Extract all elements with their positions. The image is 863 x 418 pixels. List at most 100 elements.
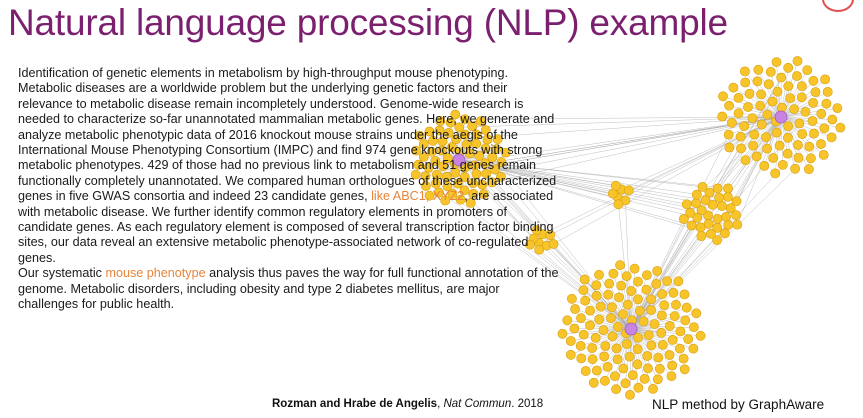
- gene-node: [496, 157, 507, 167]
- abstract-body: Metabolic diseases are a worldwide probl…: [18, 81, 563, 266]
- gene-node: [489, 164, 500, 175]
- gene-node: [671, 299, 681, 310]
- network-edge: [630, 328, 639, 388]
- gene-node: [818, 149, 829, 160]
- gene-node: [789, 104, 799, 114]
- gene-node: [807, 116, 818, 126]
- gene-node: [480, 158, 490, 169]
- gene-node: [600, 375, 610, 386]
- gene-node: [749, 129, 760, 140]
- network-edge: [589, 325, 632, 330]
- gene-node: [414, 130, 425, 141]
- gene-node: [652, 374, 663, 385]
- gene-node: [744, 88, 755, 99]
- gene-node: [666, 371, 677, 381]
- gene-node: [638, 316, 649, 327]
- gene-node: [461, 139, 472, 150]
- gene-node: [679, 289, 690, 300]
- gene-node: [437, 136, 448, 147]
- gene-node: [809, 128, 819, 139]
- gene-node: [565, 336, 576, 346]
- gene-node: [633, 382, 644, 393]
- method-credit: NLP method by GraphAware: [652, 397, 825, 412]
- gene-node: [797, 129, 808, 139]
- gene-node: [826, 132, 837, 143]
- network-edge: [630, 328, 680, 349]
- gene-node: [792, 71, 802, 81]
- gene-node: [595, 301, 606, 312]
- gene-node: [667, 360, 677, 371]
- gene-node: [747, 113, 758, 123]
- gene-node: [804, 141, 815, 152]
- gene-node: [613, 199, 624, 210]
- gene-node: [603, 289, 614, 300]
- network-edge: [780, 91, 828, 118]
- gene-node: [616, 280, 627, 291]
- gene-node: [585, 320, 595, 331]
- gene-node: [657, 339, 668, 350]
- gene-node: [418, 151, 429, 162]
- gene-node: [599, 351, 610, 362]
- gene-node: [724, 100, 734, 111]
- gene-node: [565, 349, 576, 360]
- gene-node: [467, 121, 478, 131]
- gene-node: [545, 230, 556, 240]
- gene-node: [827, 114, 838, 125]
- gene-node: [435, 116, 446, 126]
- gene-node: [706, 228, 716, 239]
- gene-node: [487, 177, 497, 188]
- gene-node: [681, 302, 692, 313]
- gene-node: [797, 81, 807, 92]
- network-edge: [717, 116, 782, 189]
- gene-node: [683, 334, 694, 345]
- gene-node: [820, 74, 830, 85]
- gene-node: [802, 65, 813, 75]
- gene-node: [656, 327, 667, 338]
- gene-node: [753, 64, 764, 75]
- gene-node: [727, 117, 737, 128]
- gene-node: [468, 188, 479, 199]
- network-edge: [628, 116, 782, 191]
- gene-node: [678, 353, 689, 364]
- gene-node: [607, 331, 618, 342]
- gene-node: [790, 163, 800, 174]
- network-edge: [696, 116, 782, 195]
- gene-node: [643, 330, 654, 341]
- gene-node: [607, 302, 617, 313]
- gene-node: [591, 280, 602, 290]
- gene-node: [667, 334, 678, 345]
- gene-node: [793, 140, 803, 150]
- network-edge: [464, 116, 782, 120]
- gene-node: [652, 266, 663, 276]
- gene-node: [793, 152, 804, 163]
- gene-node: [782, 148, 793, 159]
- gene-node: [481, 168, 492, 179]
- gene-node: [487, 152, 498, 163]
- gene-node: [731, 210, 741, 220]
- gene-node: [643, 363, 653, 374]
- gene-node: [580, 295, 591, 306]
- gene-node: [740, 77, 751, 88]
- gene-node: [424, 126, 435, 137]
- gene-node: [679, 364, 690, 375]
- gene-node: [783, 81, 794, 92]
- gene-node: [447, 142, 457, 153]
- gene-node: [451, 134, 461, 144]
- gene-node: [721, 211, 731, 222]
- gene-node: [808, 75, 819, 86]
- network-edge: [780, 116, 796, 169]
- gene-node: [735, 131, 746, 142]
- gene-node: [657, 310, 667, 321]
- gene-node: [731, 196, 742, 207]
- gene-node: [420, 171, 431, 182]
- gene-node: [718, 91, 728, 102]
- gene-node: [686, 220, 697, 231]
- gene-node: [608, 268, 619, 279]
- gene-node: [491, 144, 502, 154]
- gene-node: [768, 153, 779, 163]
- network-edge: [780, 91, 816, 118]
- gene-node: [819, 123, 830, 134]
- hub-node: [624, 322, 638, 336]
